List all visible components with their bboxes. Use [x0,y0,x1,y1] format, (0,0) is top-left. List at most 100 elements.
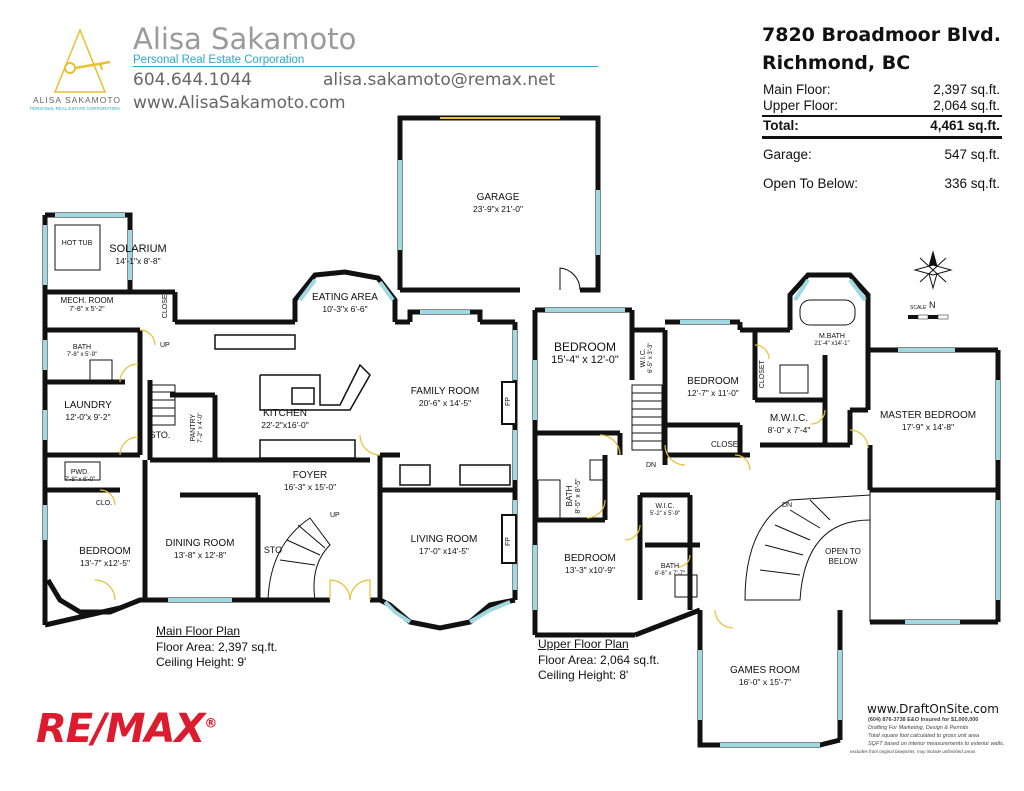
main-plan-ceiling: Ceiling Height: 9' [156,655,247,669]
stairs-dn-label-upper: DN [646,462,657,469]
room-dim: 23'-9"x 21'-0" [473,204,523,214]
draftsman-line5: excludes from original blueprints, may i… [850,749,976,754]
room-dim: 13'-3" x10'-9" [565,565,615,575]
room-name: CLO. [95,500,113,507]
remax-reg-mark: ® [204,716,217,732]
room-dim: 13'-7" x12'-5" [80,558,130,568]
room-dim: 7'-2" x 4'-0" [198,412,205,443]
room-name: MASTER BEDROOM [879,410,977,421]
room-dim: 8'-0" x 7'-4" [767,425,811,435]
area-value-main: 2,397 sq.ft. [933,82,1000,97]
agent-company: Personal Real Estate Corporation [133,54,305,66]
room-dim: 17'-9" x 14'-8" [901,422,955,432]
room-name: LIVING ROOM [410,534,478,545]
room-name: GARAGE [476,192,520,203]
room-name: W.I.C. [655,503,675,510]
upper-plan-area: Floor Area: 2,064 sq.ft. [538,653,660,667]
room-sto-2: STO [264,545,282,556]
room-name: MECH. ROOM [60,296,114,305]
room-dim: 10'-3"x 6'-6" [322,304,368,314]
room-closet-main: CLOSET [162,290,170,318]
logo-subtitle: PERSONAL REAL ESTATE CORPORATION [30,106,120,111]
stairs-dn-label-curved: DN [782,502,793,509]
north-label: N [929,300,936,310]
room-dim: 21'-4" x14'-1" [814,341,850,348]
scale-label: SCALE [910,305,927,311]
fireplace-label-living: FP [504,537,512,546]
room-dim: 14'-1"x 8'-8" [115,256,161,267]
room-sto-1: STO. [150,430,171,441]
room-name: M.BATH [819,333,845,340]
room-pwd: PWD.7'-8" x 6'-0" [65,469,95,485]
address-line2: Richmond, BC [762,52,911,74]
remax-logo: RE/MAX® [36,706,217,752]
north-arrow-icon [913,250,953,290]
room-dim: 16'-3" x 15'-0" [283,482,337,492]
agent-phone[interactable]: 604.644.1044 [133,70,252,90]
draftsman-line4: SQFT based on interior measurements to e… [868,741,1005,747]
room-dim: 6'-6" x 7'-7" [654,571,686,578]
room-name: HOT TUB [61,240,93,247]
room-name-2: BELOW [828,556,858,566]
room-name: W.I.C. [640,348,648,368]
room-wic-up-2: W.I.C.5'-2" x 5'-9" [650,503,680,519]
agent-logo-icon [53,27,111,93]
room-dim: 13'-8" x 12'-8" [173,550,227,560]
room-name: PANTRY [190,413,198,442]
header-divider [133,66,598,67]
area-value-total: 4,461 sq.ft. [930,118,1000,133]
main-plan-area: Floor Area: 2,397 sq.ft. [156,640,278,654]
room-clo: CLO. [96,500,112,508]
draftsman-line3: Total square foot calculated to gross un… [868,733,980,739]
room-name: BATH [72,344,92,351]
room-name: BEDROOM [553,340,616,354]
room-dim: 5'-2" x 5'-9" [649,511,681,518]
stairs-up-label-foyer: UP [330,512,340,519]
room-name: STO [263,545,283,555]
room-dim: 6'-5" x 3'-3" [648,342,655,373]
room-closet-up-2: CLOSET [759,360,767,388]
total-divider [762,136,1002,139]
draftsman-url[interactable]: www.DraftOnSite.com [867,702,999,716]
room-name: DINING ROOM [165,538,235,549]
main-plan-title: Main Floor Plan [156,624,241,638]
room-name: SOLARIUM [109,243,167,255]
room-name: BEDROOM [687,376,739,387]
agent-email[interactable]: alisa.sakamoto@remax.net [323,70,556,90]
agent-website[interactable]: www.AlisaSakamoto.com [133,93,346,113]
area-label-open: Open To Below: [763,176,859,191]
room-dim: 8'-5" x 8'-5" [574,478,582,514]
area-divider [762,115,1002,117]
room-name: KITCHEN [263,408,307,419]
fireplace-label-family: FP [504,397,512,406]
room-name: EATING AREA [312,292,378,303]
room-dim: 16'-0" x 15'-7" [738,677,792,687]
area-value-upper: 2,064 sq.ft. [933,98,1000,113]
draftsman-line2: Drafting For Marketing, Design & Permits [868,725,969,731]
area-value-open: 336 sq.ft. [944,176,1000,191]
room-name: FAMILY ROOM [410,386,480,397]
room-dim: 22'-2"x16'-0" [261,420,309,430]
room-dim: 7'-8" x 5'-2" [69,305,105,313]
